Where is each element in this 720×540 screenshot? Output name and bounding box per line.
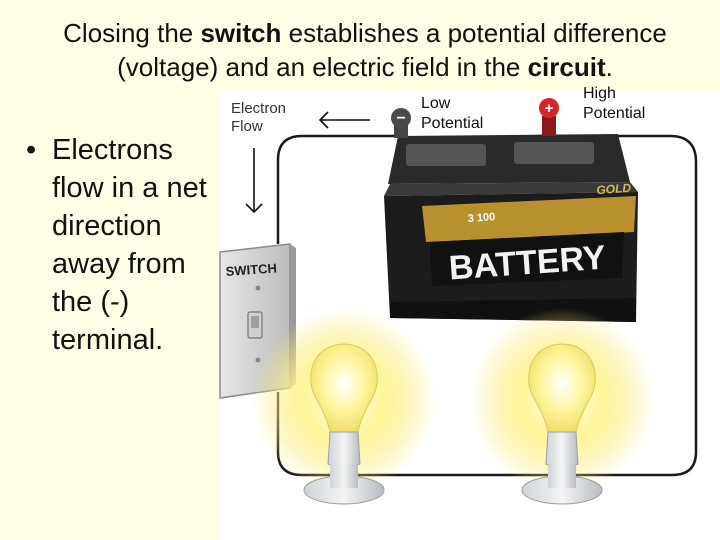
electron-flow-arrows (245, 111, 370, 214)
high-potential-label: High Potential (583, 84, 645, 124)
battery-model: 3 100 (467, 211, 495, 225)
title-line-1: Closing the switch establishes a potenti… (0, 16, 720, 50)
title-text: Closing the (63, 18, 201, 48)
light-bulb-left (252, 308, 436, 505)
title-text: (voltage) and an electric field in the (117, 52, 528, 82)
label-line: Low (421, 95, 451, 112)
label-line: Potential (583, 105, 646, 122)
minus-terminal-icon: − (396, 110, 405, 127)
label-line: Electron (231, 100, 287, 117)
low-potential-label: Low Potential (421, 94, 483, 134)
circuit-svg: − + GOLD 3 100 BATTERY SWITCH (219, 98, 698, 505)
electron-flow-label: Electron Flow (231, 100, 286, 136)
bullet-text: Electrons flow in a net direction away f… (52, 134, 207, 356)
bullet-marker: • (26, 134, 37, 166)
circuit-illustration: − + GOLD 3 100 BATTERY SWITCH (218, 92, 720, 540)
title-text: establishes a potential difference (281, 18, 667, 48)
plus-terminal-icon: + (545, 100, 554, 117)
battery-gold-badge: GOLD (596, 181, 632, 197)
label-line: Potential (421, 115, 484, 132)
title-bold-switch: switch (200, 18, 282, 48)
label-line: Flow (231, 118, 263, 135)
battery (384, 98, 638, 322)
title-line-2: (voltage) and an electric field in the c… (0, 50, 720, 84)
label-line: High (583, 85, 616, 102)
title-bold-circuit: circuit (527, 52, 606, 82)
light-bulb-right (470, 308, 654, 505)
title-text: . (605, 52, 613, 82)
slide-title: Closing the switch establishes a potenti… (0, 16, 720, 84)
switch-label: SWITCH (225, 260, 277, 279)
